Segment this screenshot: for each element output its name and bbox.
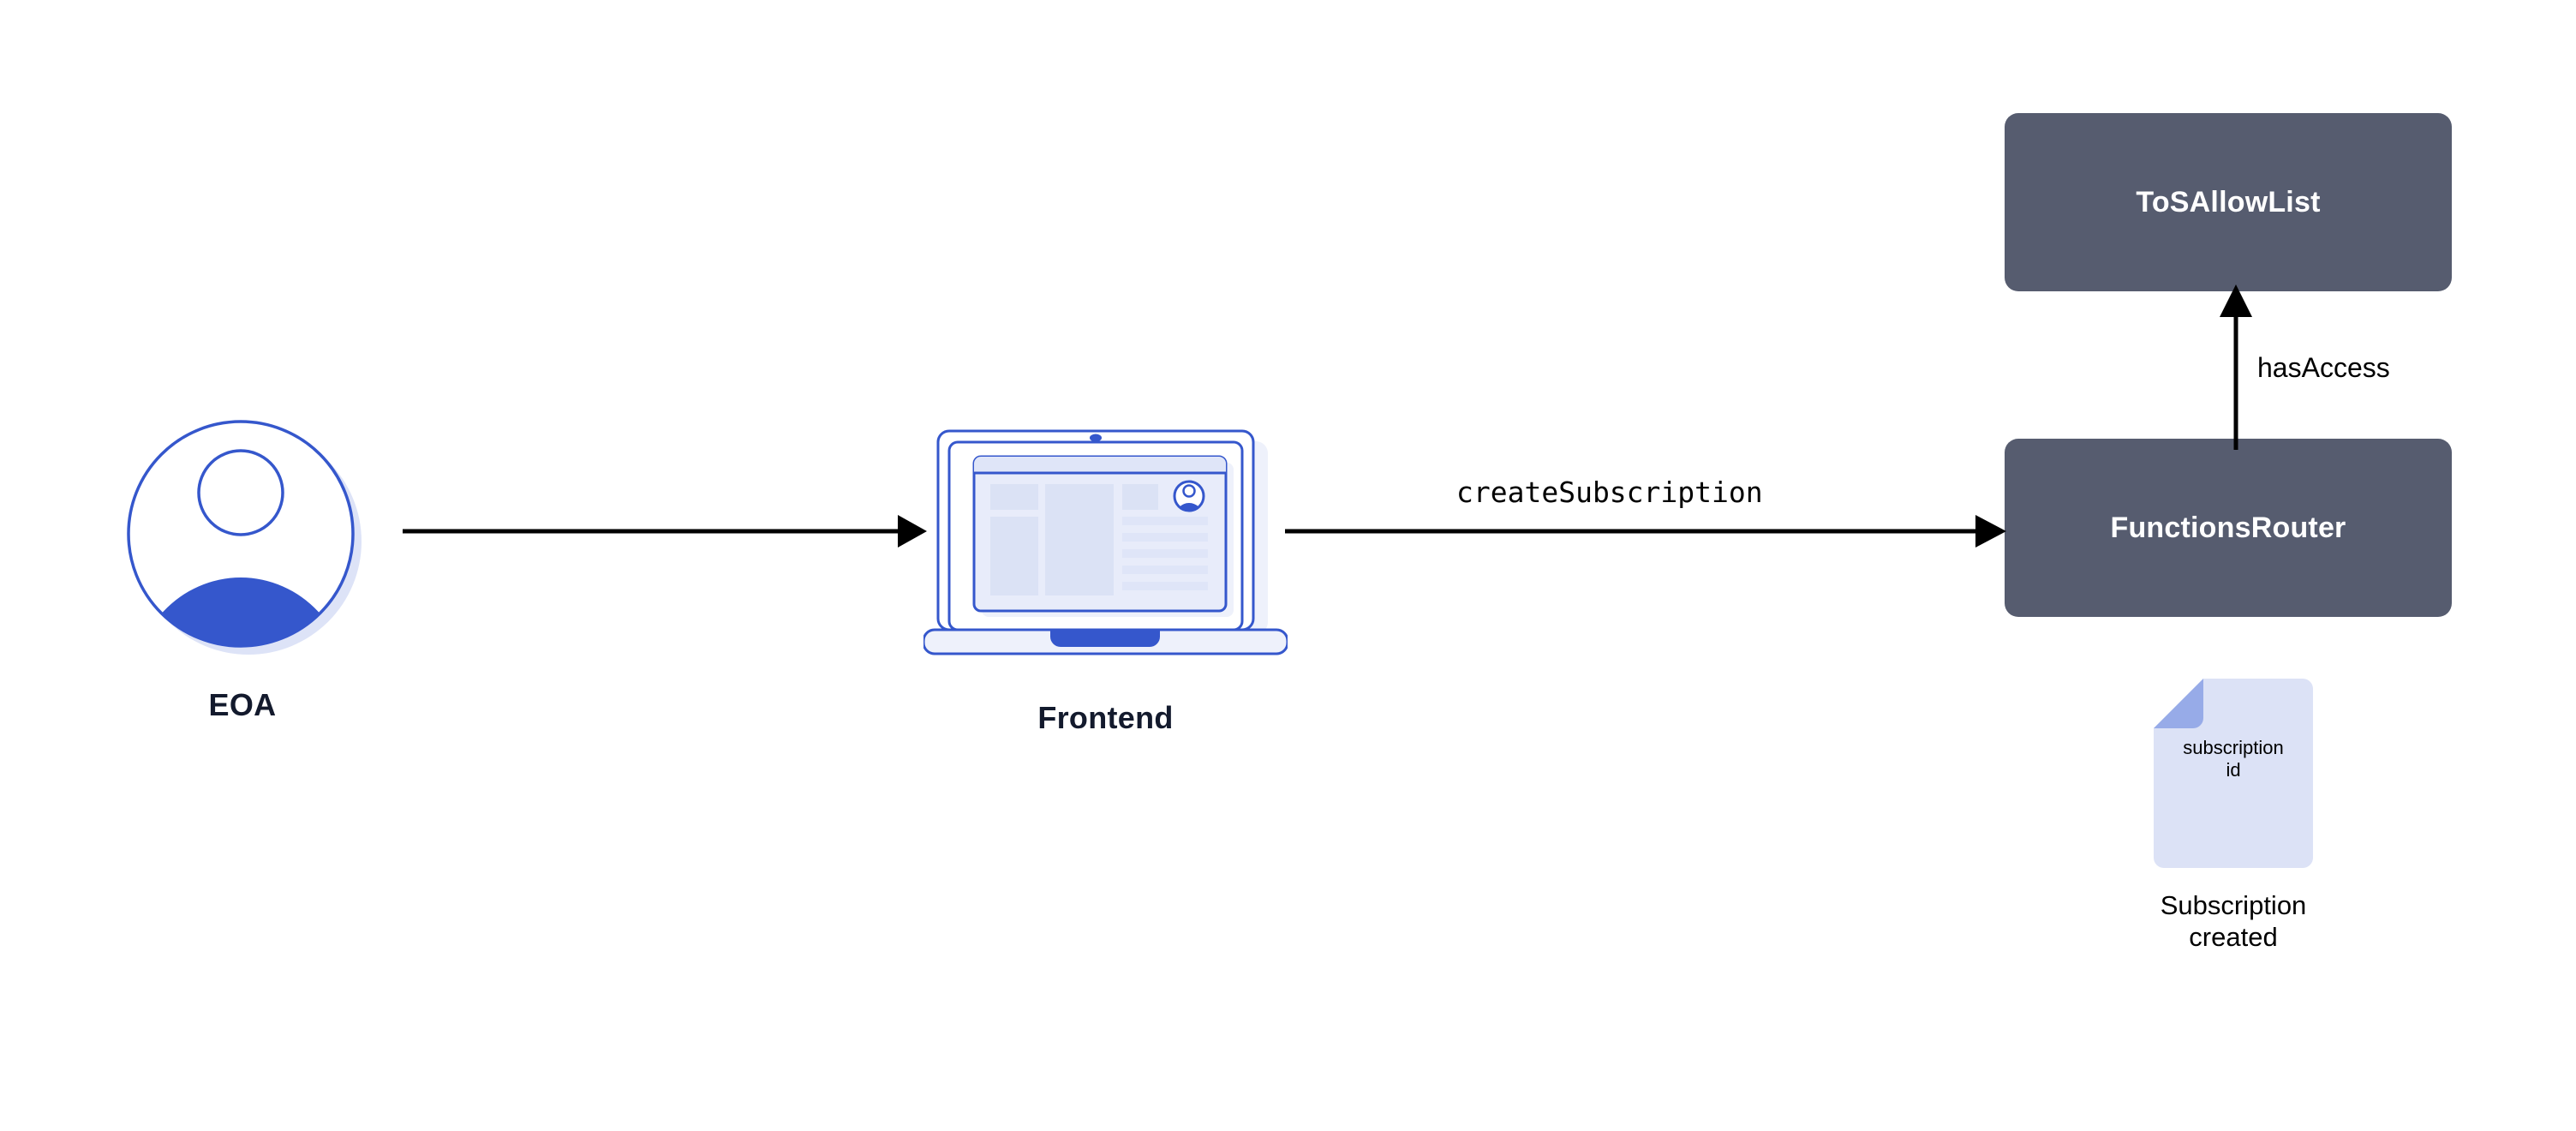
document-inner-line-2: id [2226,758,2241,781]
arrow-frontend-to-functions-router [1285,515,2006,548]
document-caption-line-1: Subscription [2160,890,2307,920]
laptop-icon [923,429,1288,655]
arrow-eoa-to-frontend [403,515,927,548]
node-frontend[interactable]: Frontend [923,424,1300,767]
document-caption-line-2: created [2189,922,2278,953]
document-caption: Subscription created [2101,889,2366,953]
document-inner-line-1: subscription [2183,737,2284,758]
node-subscription-document[interactable]: subscription id Subscription created [2152,677,2409,960]
document-inner-text: subscription id [2152,737,2315,781]
node-tos-allow-list[interactable]: ToSAllowList [2005,113,2452,291]
edge-label-has-access: hasAccess [2257,352,2390,383]
arrow-functions-router-to-tos [2220,284,2252,450]
edge-label-create-subscription: createSubscription [1456,476,1763,509]
tos-allow-list-label: ToSAllowList [2136,185,2321,218]
eoa-label: EOA [208,687,277,722]
node-eoa[interactable]: EOA [118,411,427,754]
document-icon [2154,679,2313,868]
frontend-label: Frontend [1037,700,1174,735]
user-avatar-icon [127,420,362,655]
functions-router-label: FunctionsRouter [2110,511,2346,544]
node-functions-router[interactable]: FunctionsRouter [2005,439,2452,617]
